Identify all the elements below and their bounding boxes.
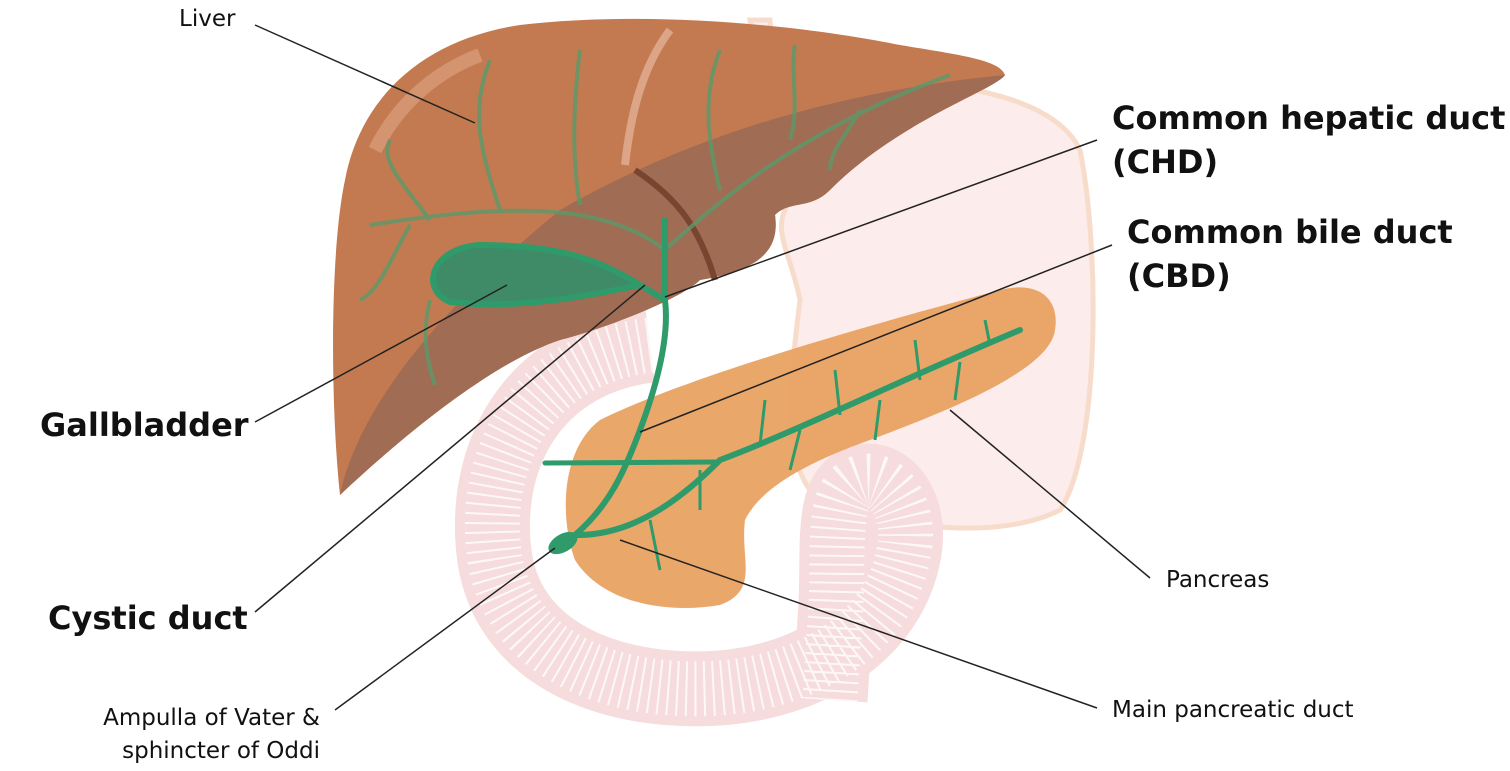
leader-ampulla bbox=[334, 547, 556, 711]
gallbladder bbox=[430, 241, 648, 308]
label-cystic-duct: Cystic duct bbox=[48, 599, 248, 637]
duodenum bbox=[454, 307, 943, 727]
label-chd-line2: (CHD) bbox=[1112, 143, 1219, 181]
label-pancreas: Pancreas bbox=[1166, 567, 1270, 593]
leader-main-pancreatic-duct bbox=[619, 539, 1098, 709]
cystic-duct bbox=[637, 282, 668, 303]
label-ampulla-line1: Ampulla of Vater & bbox=[103, 705, 320, 731]
label-cbd-line2: (CBD) bbox=[1127, 257, 1231, 295]
leader-pancreas bbox=[949, 409, 1151, 579]
label-liver: Liver bbox=[179, 6, 236, 32]
leader-cbd bbox=[639, 244, 1113, 433]
leader-chd bbox=[664, 139, 1098, 298]
leader-cystic-duct bbox=[254, 284, 646, 613]
label-gallbladder: Gallbladder bbox=[40, 406, 249, 444]
label-ampulla: Ampulla of Vater & sphincter of Oddi bbox=[103, 702, 320, 768]
leader-gallbladder bbox=[254, 284, 508, 423]
label-ampulla-line2: sphincter of Oddi bbox=[122, 738, 320, 764]
label-cbd: Common bile duct (CBD) bbox=[1127, 210, 1453, 298]
common-bile-duct bbox=[572, 297, 669, 538]
label-cbd-line1: Common bile duct bbox=[1127, 213, 1453, 251]
ampulla-of-vater bbox=[548, 531, 578, 555]
main-pancreatic-duct bbox=[575, 327, 1023, 538]
label-chd: Common hepatic duct (CHD) bbox=[1112, 96, 1505, 184]
leader-liver bbox=[254, 24, 476, 124]
label-chd-line1: Common hepatic duct bbox=[1112, 99, 1506, 137]
label-main-pancreatic-duct: Main pancreatic duct bbox=[1112, 697, 1354, 723]
liver-shadow bbox=[340, 75, 1005, 495]
